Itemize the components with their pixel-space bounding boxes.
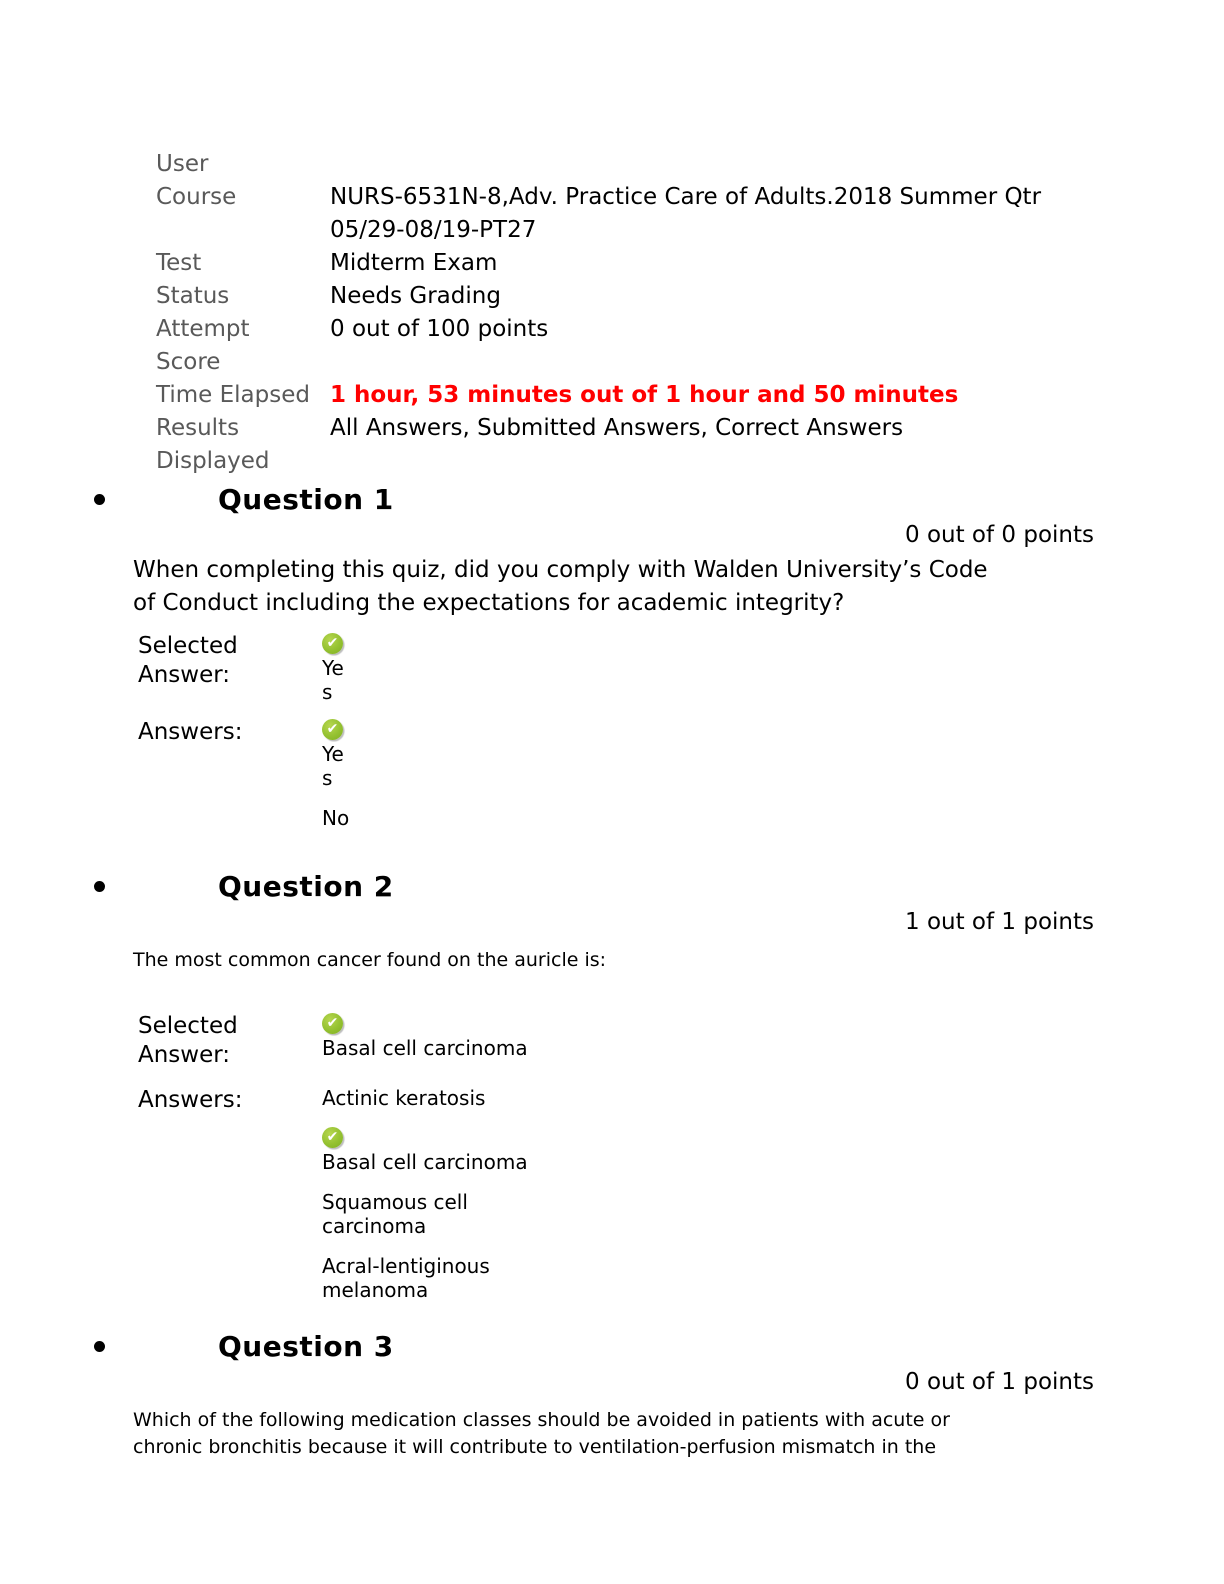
question-points: 0 out of 0 points	[905, 522, 1094, 548]
answer-text: Yes	[322, 742, 344, 790]
meta-label: Test	[156, 250, 202, 276]
selected-answer-label: Selected Answer:	[138, 633, 238, 688]
question-title: Question 3	[218, 1330, 394, 1363]
meta-row-user: User	[156, 148, 1224, 181]
answers-block: Answers: ✔ Yes No	[138, 718, 1224, 830]
answer-option: ✔ Basal cell carcinoma	[322, 1126, 1224, 1174]
time-elapsed-warning: 1 hour, 53 minutes out of 1 hour and 50 …	[330, 382, 959, 408]
meta-value	[330, 148, 1090, 181]
meta-label: Course	[156, 184, 237, 210]
meta-value: Midterm Exam	[330, 250, 498, 276]
selected-answer: ✔ Yes	[322, 632, 1224, 704]
meta-label: User	[156, 151, 209, 177]
question-text: Which of the following medication classe…	[133, 1409, 950, 1458]
question-section-1: Question 1 0 out of 0 points When comple…	[0, 483, 1224, 830]
list-bullet-icon	[94, 881, 105, 892]
meta-label: Attempt Score	[156, 316, 250, 375]
answers-label: Answers:	[138, 1087, 243, 1113]
list-bullet-icon	[94, 1341, 105, 1352]
answer-option: ✔ Yes	[322, 718, 1224, 790]
selected-answer-label: Selected Answer:	[138, 1013, 238, 1068]
selected-answer-block: Selected Answer: ✔ Basal cell carcinoma	[138, 1012, 1224, 1070]
answer-option: No	[322, 806, 1224, 830]
question-heading-row: Question 1	[0, 483, 1224, 516]
answers-block: Answers: Actinic keratosis ✔ Basal cell …	[138, 1086, 1224, 1302]
answer-text: Basal cell carcinoma	[322, 1150, 528, 1174]
question-section-3: Question 3 0 out of 1 points Which of th…	[0, 1330, 1224, 1461]
meta-row-status: Status Needs Grading	[156, 280, 1224, 313]
selected-answer-block: Selected Answer: ✔ Yes	[138, 632, 1224, 704]
question-text: The most common cancer found on the auri…	[133, 949, 607, 971]
question-heading-row: Question 3	[0, 1330, 1224, 1363]
meta-label: Time Elapsed	[156, 382, 310, 408]
answer-text: No	[322, 806, 350, 830]
answer-text: Acral-lentiginous melanoma	[322, 1254, 490, 1302]
answers-label: Answers:	[138, 719, 243, 745]
question-title: Question 2	[218, 870, 394, 903]
question-section-2: Question 2 1 out of 1 points The most co…	[0, 870, 1224, 1302]
meta-value: NURS-6531N-8,Adv. Practice Care of Adult…	[330, 184, 1042, 243]
question-points: 1 out of 1 points	[905, 909, 1094, 935]
question-title: Question 1	[218, 483, 394, 516]
meta-value: 0 out of 100 points	[330, 316, 549, 342]
answer-option: Actinic keratosis	[322, 1086, 1224, 1110]
question-points: 0 out of 1 points	[905, 1369, 1094, 1395]
meta-row-course: Course NURS-6531N-8,Adv. Practice Care o…	[156, 181, 1224, 247]
correct-answer-icon: ✔	[322, 719, 343, 740]
meta-label: Results Displayed	[156, 415, 270, 474]
answer-option: Acral-lentiginous melanoma	[322, 1254, 1224, 1302]
meta-value: Needs Grading	[330, 283, 501, 309]
meta-row-results-displayed: Results Displayed All Answers, Submitted…	[156, 412, 1224, 478]
selected-answer: ✔ Basal cell carcinoma	[322, 1012, 1224, 1060]
meta-value: All Answers, Submitted Answers, Correct …	[330, 415, 904, 441]
question-heading-row: Question 2	[0, 870, 1224, 903]
correct-answer-icon: ✔	[322, 1013, 343, 1034]
answer-text: Yes	[322, 656, 344, 704]
correct-answer-icon: ✔	[322, 1127, 343, 1148]
meta-row-test: Test Midterm Exam	[156, 247, 1224, 280]
list-bullet-icon	[94, 494, 105, 505]
meta-row-attempt-score: Attempt Score 0 out of 100 points	[156, 313, 1224, 379]
question-text: When completing this quiz, did you compl…	[133, 557, 988, 616]
answer-option: Squamous cell carcinoma	[322, 1190, 1224, 1238]
meta-row-time-elapsed: Time Elapsed 1 hour, 53 minutes out of 1…	[156, 379, 1224, 412]
answer-text: Squamous cell carcinoma	[322, 1190, 468, 1238]
meta-label: Status	[156, 283, 230, 309]
answer-text: Actinic keratosis	[322, 1086, 486, 1110]
correct-answer-icon: ✔	[322, 633, 343, 654]
answer-text: Basal cell carcinoma	[322, 1036, 528, 1060]
exam-meta-header: User Course NURS-6531N-8,Adv. Practice C…	[156, 148, 1224, 478]
